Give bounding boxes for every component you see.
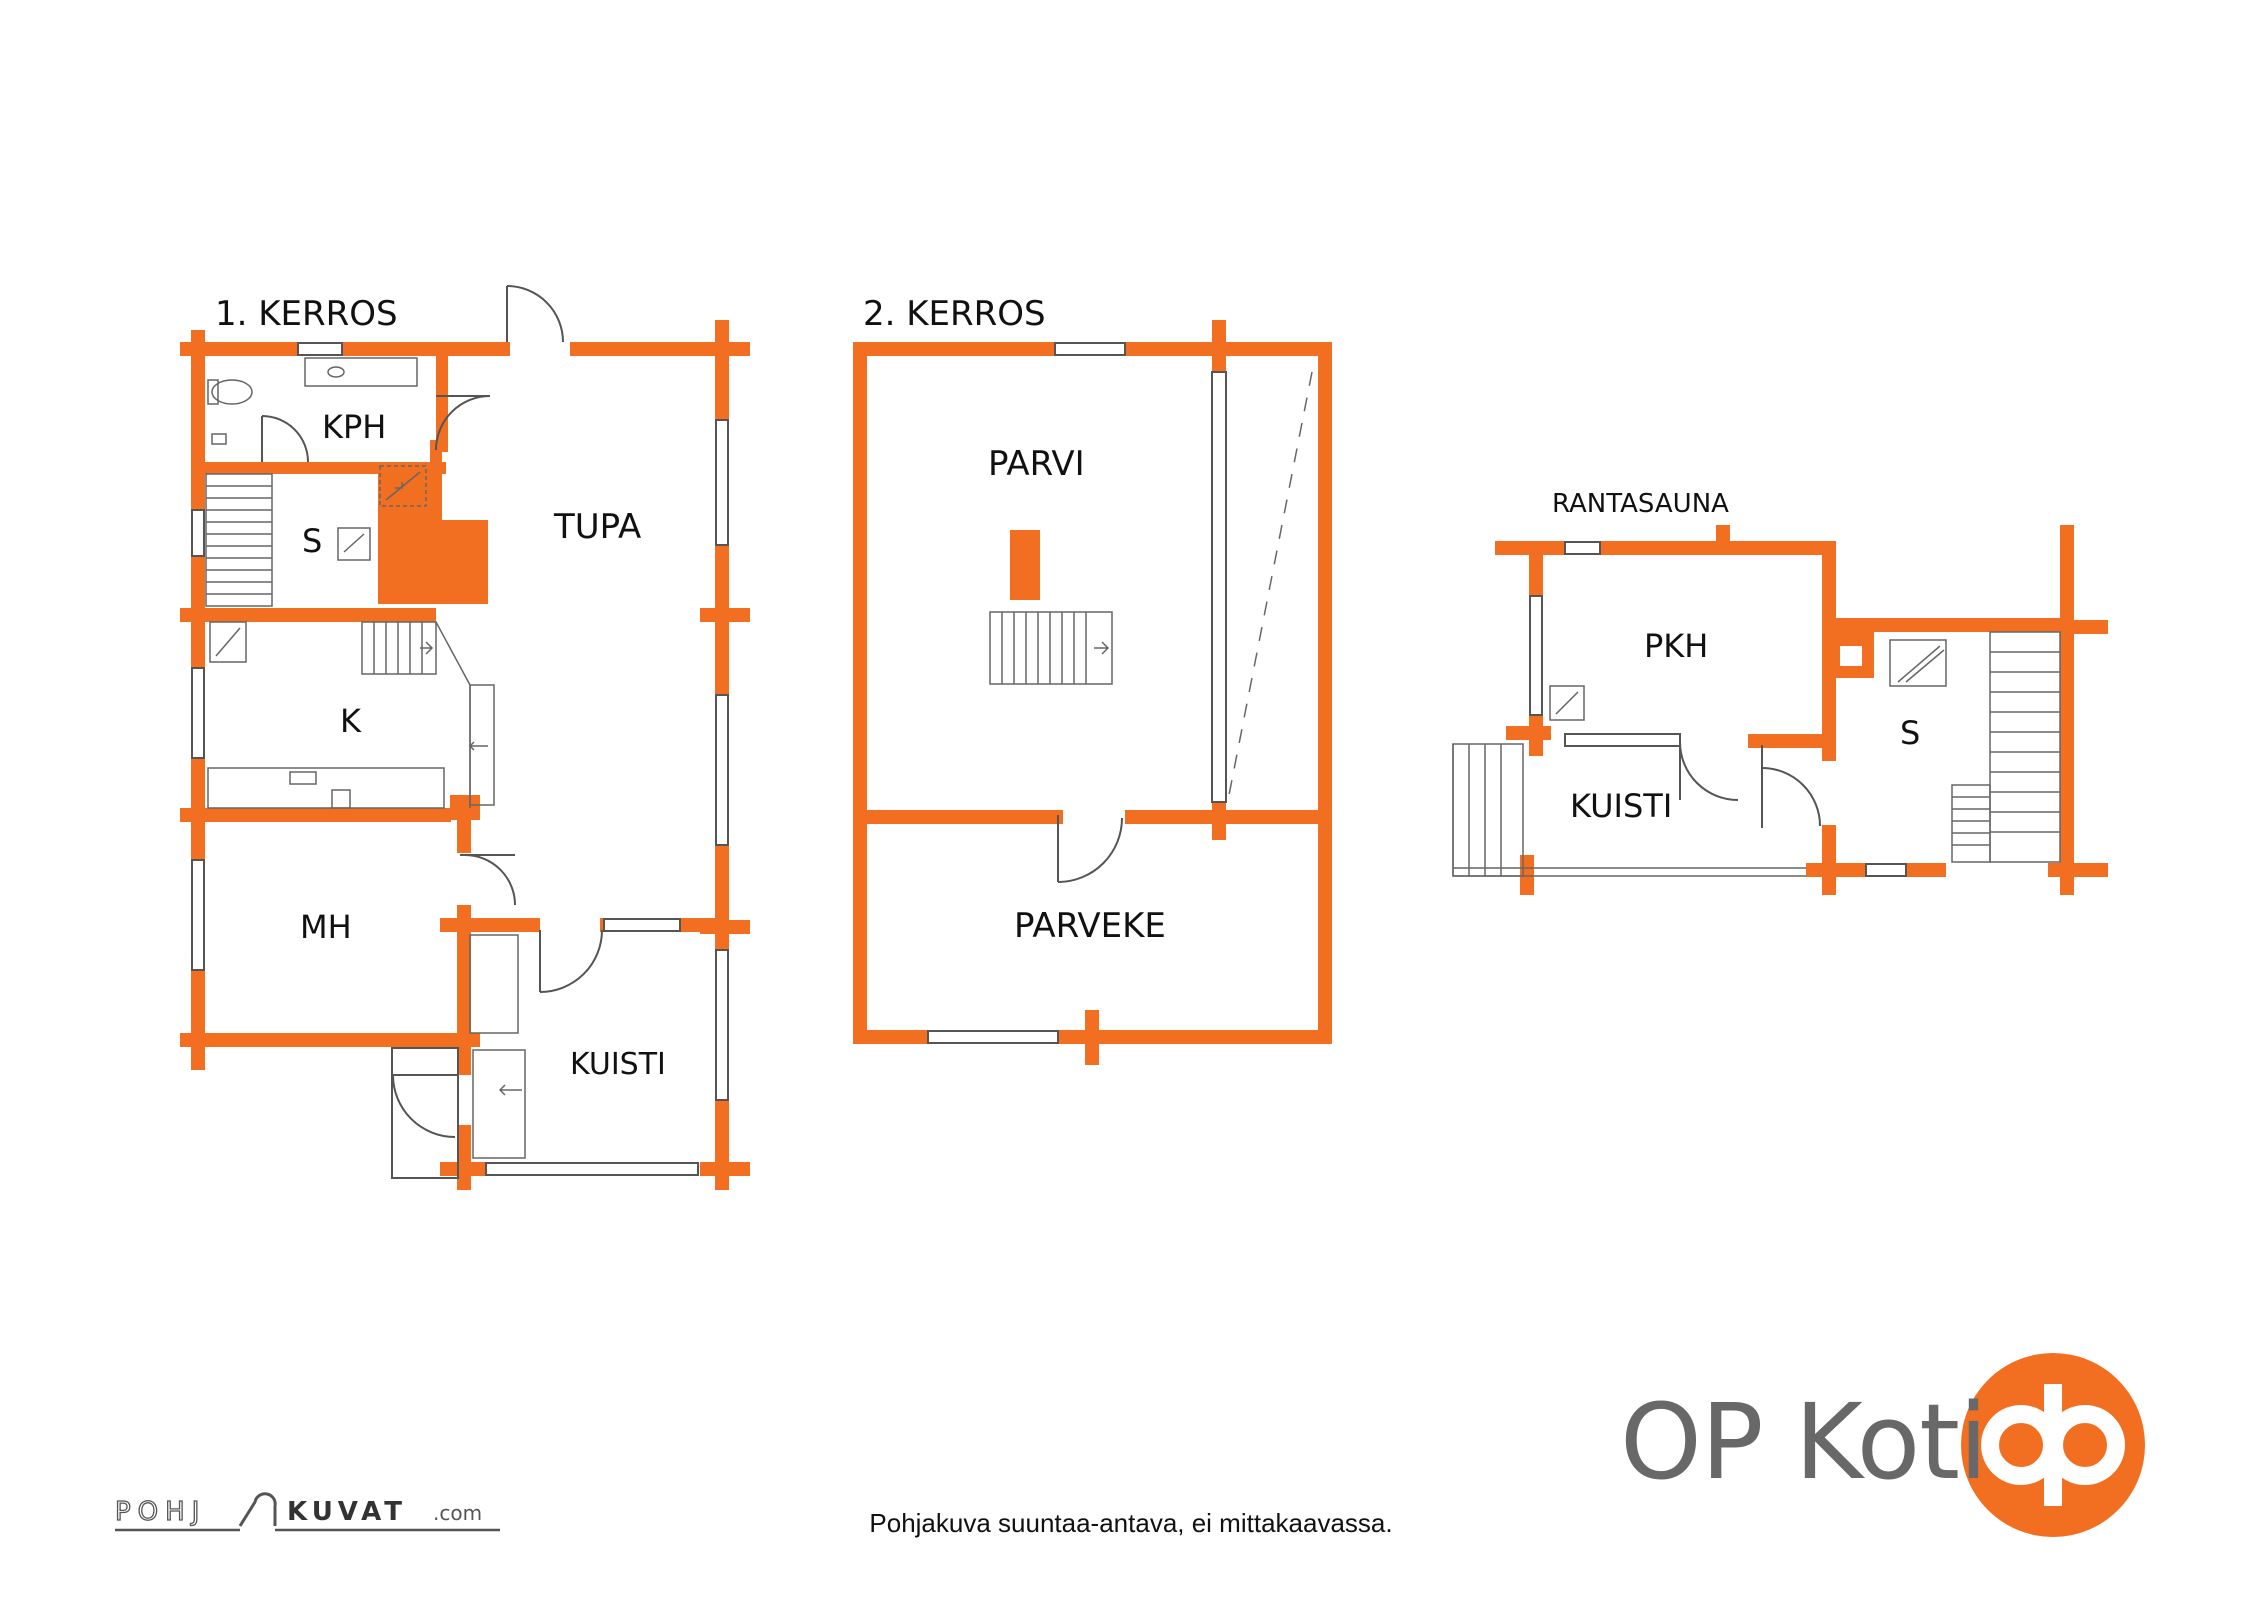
door-swing-icon: [506, 285, 564, 343]
floor1-title: 1. KERROS: [215, 294, 398, 334]
room-label-mh: MH: [300, 908, 352, 946]
floor2-walls: [853, 320, 1332, 1065]
brand-name: OP Koti: [1620, 1381, 1988, 1503]
floor1-plan: 1. KERROS: [180, 285, 750, 1190]
sauna-title: RANTASAUNA: [1552, 489, 1729, 519]
room-label-sauna-s: S: [1900, 714, 1920, 752]
sink-icon: [304, 357, 418, 387]
room-label-s: S: [302, 522, 322, 560]
floor1-doors: [261, 285, 603, 1179]
room-label-kuisti: KUISTI: [570, 1047, 666, 1082]
floor2-details: [989, 371, 1313, 883]
room-label-tupa: TUPA: [553, 507, 641, 547]
pohjakuvat-logo: POHJ KUVAT .com: [114, 1484, 515, 1549]
sauna-details: [1452, 631, 2061, 877]
sauna-plan: RANTASAUNA: [1452, 489, 2108, 895]
toilet-icon: [211, 379, 253, 405]
pohjakuvat-part2: KUVAT: [287, 1497, 407, 1527]
floor2-plan: 2. KERROS PARVI PARVEKE: [853, 294, 1332, 1065]
stove-icon: [337, 527, 371, 561]
floor1-windows: [191, 342, 729, 1176]
disclaimer-text: Pohjakuva suuntaa-antava, ei mittakaavas…: [869, 1508, 1393, 1538]
sauna-walls: [1495, 525, 2108, 895]
floor2-windows: [927, 342, 1126, 1044]
room-label-pkh: PKH: [1644, 627, 1708, 665]
room-label-parvi: PARVI: [988, 444, 1085, 484]
room-label-k: K: [340, 702, 362, 740]
op-logo-icon: [1961, 1353, 2145, 1537]
stair-icon: [205, 473, 437, 675]
pohjakuvat-part1: POHJ: [115, 1497, 206, 1527]
room-label-parveke: PARVEKE: [1014, 906, 1166, 946]
sauna-windows: [1529, 541, 1907, 877]
room-label-sauna-kuisti: KUISTI: [1570, 787, 1672, 825]
fireplace-icon: [378, 462, 488, 604]
room-label-kph: KPH: [322, 408, 386, 446]
floor2-title: 2. KERROS: [863, 294, 1046, 334]
floor1-fixtures: [207, 357, 526, 1159]
pohjakuvat-part3: .com: [433, 1501, 482, 1525]
chimney-icon: [1010, 530, 1040, 600]
